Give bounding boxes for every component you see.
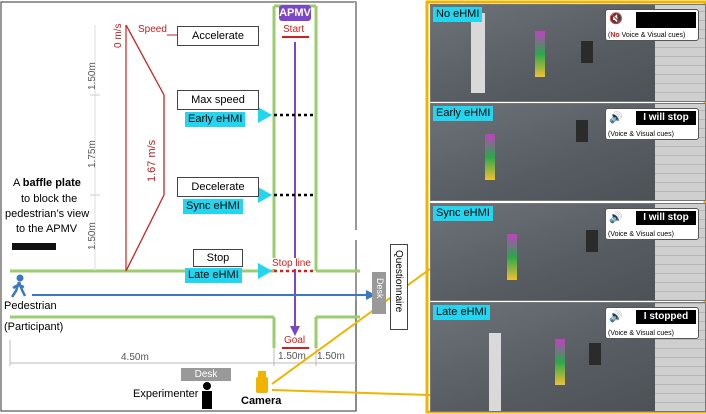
pedestrian-figure xyxy=(507,234,517,280)
max-speed-box: Max speed xyxy=(177,90,259,110)
apmv-figure xyxy=(576,120,588,142)
pedestrian-figure xyxy=(485,134,495,180)
panel-sync-ehmi: Sync eHMI 🔊 I will stop (Voice & Visual … xyxy=(430,203,706,301)
ehmi-bubble: 🔊 I will stop (Voice & Visual cues) xyxy=(605,108,699,140)
ehmi-message: I will stop xyxy=(636,211,696,225)
cue-prefix: ( xyxy=(608,32,611,39)
ehmi-bubble: 🔊 I will stop (Voice & Visual cues) xyxy=(605,208,699,240)
dist-label-3: 1.50m xyxy=(87,222,98,250)
late-trigger-arrow xyxy=(258,263,272,279)
pillar-image xyxy=(471,13,485,93)
cue-no: No xyxy=(610,32,620,39)
panel-label: No eHMI xyxy=(433,7,483,22)
participant-label: (Participant) xyxy=(4,321,64,333)
apmv-figure xyxy=(586,230,598,252)
apmv-figure xyxy=(581,41,593,63)
sync-trigger-arrow xyxy=(258,187,272,203)
camera-label: Camera xyxy=(241,395,282,407)
dim-150b-label: 1.50m xyxy=(317,351,345,362)
dim-150a-label: 1.50m xyxy=(278,351,306,362)
questionnaire-label: Questionnaire xyxy=(393,250,404,313)
early-ehmi-label: Early eHMI xyxy=(185,112,246,127)
apmv-figure xyxy=(589,343,601,365)
speaker-icon: 🔊 xyxy=(609,212,623,224)
apmv-badge: APMV xyxy=(279,5,311,21)
dist-label-1: 1.50m xyxy=(87,62,98,90)
top-speed-label: 1.67 m/s xyxy=(146,139,158,182)
early-trigger-arrow xyxy=(258,107,272,123)
camera-ray-bottom xyxy=(271,389,431,396)
panel-label: Early eHMI xyxy=(433,106,494,121)
cue-text: (Voice & Visual cues) xyxy=(608,330,675,337)
cue-text: (Voice & Visual cues) xyxy=(608,231,675,238)
baffle-caption-prefix: A xyxy=(13,177,23,189)
cue-text: (Voice & Visual cues) xyxy=(608,131,675,138)
pedestrian-path-arrow xyxy=(366,290,376,300)
pedestrian-label: Pedestrian xyxy=(4,300,57,312)
pedestrian-figure xyxy=(555,339,565,385)
zero-speed-label: 0 m/s xyxy=(113,23,124,48)
stop-box: Stop xyxy=(193,249,243,267)
panel-label: Sync eHMI xyxy=(433,206,493,221)
desk-experimenter: Desk xyxy=(181,368,231,381)
late-ehmi-label: Late eHMI xyxy=(185,268,242,283)
experimenter-head-icon xyxy=(203,382,211,390)
start-label: Start xyxy=(283,24,305,35)
speaker-icon: 🔊 xyxy=(609,112,623,124)
panel-label: Late eHMI xyxy=(433,305,490,320)
baffle-caption-bold: baffle plate xyxy=(22,177,81,189)
dist-label-2: 1.75m xyxy=(87,140,98,168)
panel-early-ehmi: Early eHMI 🔊 I will stop (Voice & Visual… xyxy=(430,103,706,201)
experimenter-body-icon xyxy=(202,391,212,409)
cue-rest: Voice & Visual cues) xyxy=(619,32,686,39)
desk-questionnaire xyxy=(372,272,386,314)
pedestrian-body-icon xyxy=(10,281,27,298)
baffle-plate xyxy=(12,243,56,250)
baffle-caption-line4: to the APMV xyxy=(16,223,78,235)
ehmi-bubble: 🔇 (No Voice & Visual cues) xyxy=(605,9,699,41)
panel-no-ehmi: No eHMI 🔇 (No Voice & Visual cues) xyxy=(430,4,706,102)
muted-speaker-icon: 🔇 xyxy=(609,13,623,25)
experimenter-label: Experimenter xyxy=(133,388,199,400)
speed-label: Speed xyxy=(138,24,167,35)
stop-line-label: Stop line xyxy=(272,258,311,269)
dim-450-label: 4.50m xyxy=(121,352,149,363)
apmv-path-arrow xyxy=(290,326,300,336)
decelerate-box: Decelerate xyxy=(177,177,259,197)
pedestrian-head-icon xyxy=(16,274,24,282)
baffle-caption-line3: pedestrian’s view xyxy=(5,208,90,220)
cue-text: (No Voice & Visual cues) xyxy=(608,32,685,39)
speaker-icon: 🔊 xyxy=(609,311,623,323)
ehmi-message: I will stop xyxy=(636,111,696,125)
camera-lens-icon xyxy=(258,371,266,377)
accelerate-box: Accelerate xyxy=(177,26,259,46)
questionnaire-box xyxy=(390,244,408,330)
pedestrian-figure xyxy=(535,31,545,77)
room-outline xyxy=(0,1,357,412)
panel-late-ehmi: Late eHMI 🔊 I stopped (Voice & Visual cu… xyxy=(430,302,706,412)
ehmi-message xyxy=(636,12,696,28)
ehmi-message: I stopped xyxy=(636,310,696,324)
speed-profile xyxy=(125,24,165,272)
goal-label: Goal xyxy=(284,335,306,346)
baffle-caption-line1: A baffle plate xyxy=(13,177,81,189)
camera-icon xyxy=(256,377,268,393)
desk-questionnaire-label: Desk xyxy=(375,278,385,299)
baffle-caption-line2: to block the xyxy=(21,193,78,205)
sync-ehmi-label: Sync eHMI xyxy=(183,199,243,214)
ehmi-bubble: 🔊 I stopped (Voice & Visual cues) xyxy=(605,307,699,339)
pillar-image xyxy=(489,333,501,411)
